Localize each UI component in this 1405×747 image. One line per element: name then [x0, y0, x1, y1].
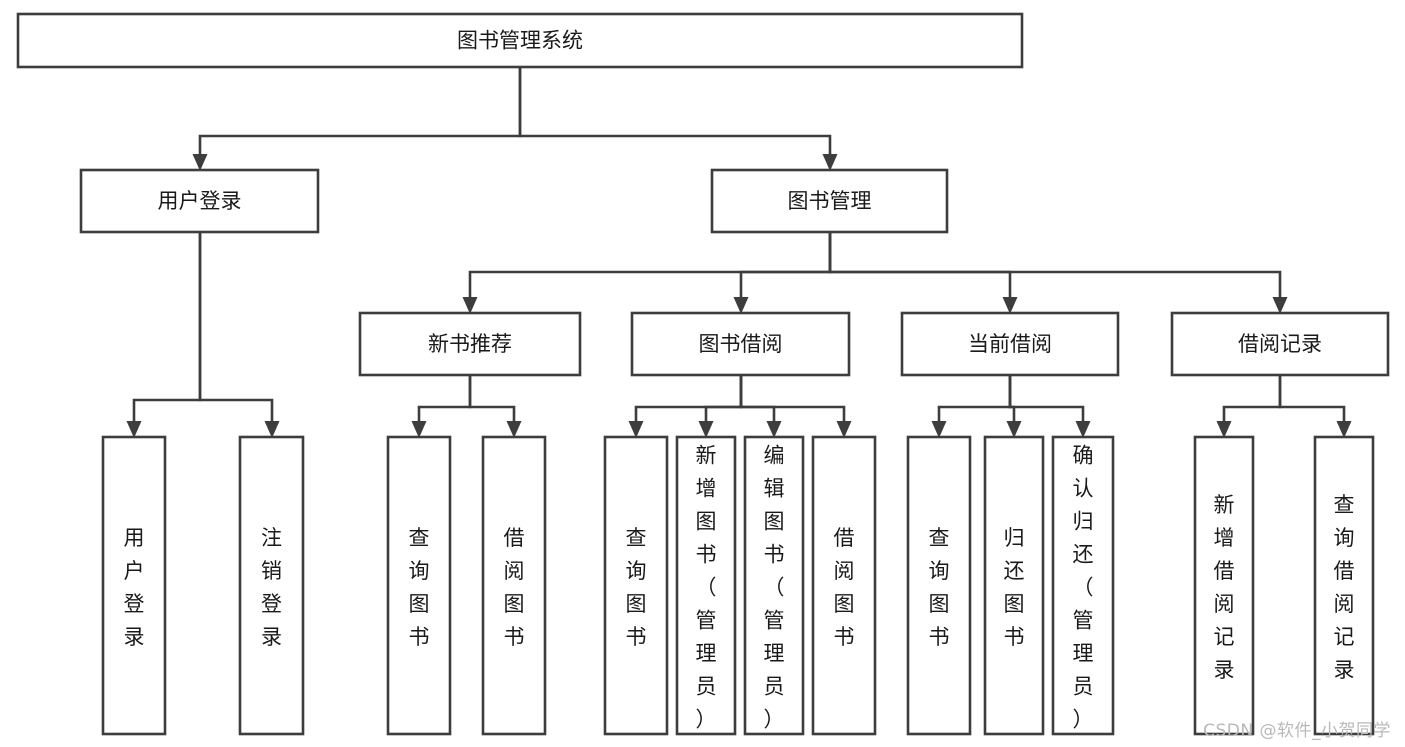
- edge-login-to-login-in: [126, 232, 202, 438]
- edge-borrow-to-bo-lend: [739, 375, 852, 438]
- arrowhead-icon: [411, 421, 427, 438]
- node-label-borrow: 图书借阅: [699, 332, 783, 356]
- arrowhead-icon: [462, 297, 478, 314]
- edge-root-to-bookmgr: [518, 67, 838, 171]
- node-label-newbook: 新书推荐: [428, 332, 512, 356]
- arrowhead-icon: [931, 421, 947, 438]
- edge-login-to-login-out: [198, 232, 280, 438]
- arrowhead-icon: [698, 421, 714, 438]
- node-current[interactable]: 当前借阅: [900, 311, 1120, 377]
- node-label-rc-query: 查询借阅记录: [1334, 493, 1355, 682]
- node-label-cu-query: 查询图书: [929, 526, 950, 649]
- node-label-bookmgr: 图书管理: [788, 189, 872, 213]
- arrowhead-icon: [1336, 421, 1352, 438]
- arrowhead-icon: [192, 154, 208, 171]
- node-bo-query[interactable]: 查询图书: [603, 435, 669, 736]
- node-label-bo-lend: 借阅图书: [834, 526, 855, 649]
- node-box-records[interactable]: [1170, 311, 1390, 377]
- node-login-out[interactable]: 注销登录: [238, 435, 305, 736]
- arrowhead-icon: [1006, 421, 1022, 438]
- node-box-bo-add[interactable]: [675, 435, 737, 736]
- node-box-bo-lend[interactable]: [811, 435, 877, 736]
- node-box-nb-borrow[interactable]: [481, 435, 547, 736]
- node-box-borrow[interactable]: [630, 311, 851, 377]
- node-label-bo-edit: 编辑图书（管理员）: [764, 444, 785, 732]
- node-login-in[interactable]: 用户登录: [101, 435, 167, 736]
- node-label-bo-add: 新增图书（管理员）: [696, 444, 717, 732]
- arrowhead-icon: [836, 421, 852, 438]
- node-box-login[interactable]: [79, 168, 320, 234]
- node-box-cu-query[interactable]: [906, 435, 972, 736]
- arrowhead-icon: [264, 421, 280, 438]
- edge-records-to-rc-add: [1216, 375, 1282, 438]
- arrowhead-icon: [1272, 297, 1288, 314]
- node-label-current: 当前借阅: [968, 332, 1052, 356]
- node-box-login-out[interactable]: [238, 435, 305, 736]
- node-box-bo-edit[interactable]: [743, 435, 805, 736]
- node-label-records: 借阅记录: [1238, 332, 1322, 356]
- node-rc-query[interactable]: 查询借阅记录: [1313, 435, 1375, 736]
- edge-root-to-login: [192, 67, 522, 171]
- nodes-layer: 图书管理系统用户登录图书管理新书推荐图书借阅当前借阅借阅记录用户登录注销登录查询…: [16, 12, 1390, 736]
- node-bo-lend[interactable]: 借阅图书: [811, 435, 877, 736]
- node-label-cu-confirm: 确认归还（管理员）: [1073, 444, 1094, 732]
- arrowhead-icon: [126, 421, 142, 438]
- node-cu-return[interactable]: 归还图书: [983, 435, 1045, 736]
- node-label-login-out: 注销登录: [261, 526, 282, 649]
- edge-current-to-cu-query: [931, 375, 1012, 438]
- arrowhead-icon: [506, 421, 522, 438]
- node-label-nb-query: 查询图书: [409, 526, 430, 649]
- node-label-root: 图书管理系统: [457, 29, 583, 53]
- csdn-watermark: CSDN @软件_小贺同学: [1203, 721, 1391, 741]
- node-bo-edit[interactable]: 编辑图书（管理员）: [743, 435, 805, 736]
- node-bookmgr[interactable]: 图书管理: [710, 168, 949, 234]
- node-root[interactable]: 图书管理系统: [16, 12, 1024, 69]
- arrowhead-icon: [1002, 297, 1018, 314]
- node-box-nb-query[interactable]: [386, 435, 452, 736]
- node-label-bo-query: 查询图书: [626, 526, 647, 649]
- arrowhead-icon: [628, 421, 644, 438]
- edges-layer: [126, 67, 1352, 438]
- node-nb-query[interactable]: 查询图书: [386, 435, 452, 736]
- node-label-rc-add: 新增借阅记录: [1214, 493, 1235, 682]
- node-label-nb-borrow: 借阅图书: [504, 526, 525, 649]
- node-borrow[interactable]: 图书借阅: [630, 311, 851, 377]
- edge-bookmgr-to-borrow: [733, 232, 832, 314]
- node-box-cu-return[interactable]: [983, 435, 1045, 736]
- node-box-cu-confirm[interactable]: [1051, 435, 1115, 736]
- node-bo-add[interactable]: 新增图书（管理员）: [675, 435, 737, 736]
- arrowhead-icon: [766, 421, 782, 438]
- node-box-rc-add[interactable]: [1193, 435, 1255, 736]
- arrowhead-icon: [1216, 421, 1232, 438]
- node-nb-borrow[interactable]: 借阅图书: [481, 435, 547, 736]
- node-box-rc-query[interactable]: [1313, 435, 1375, 736]
- edge-borrow-to-bo-add: [698, 375, 743, 438]
- edge-current-to-cu-confirm: [1008, 375, 1091, 438]
- edge-newbook-to-nb-borrow: [468, 375, 522, 438]
- node-box-newbook[interactable]: [358, 311, 582, 377]
- node-box-bookmgr[interactable]: [710, 168, 949, 234]
- node-cu-confirm[interactable]: 确认归还（管理员）: [1051, 435, 1115, 736]
- node-box-root[interactable]: [16, 12, 1024, 69]
- node-newbook[interactable]: 新书推荐: [358, 311, 582, 377]
- node-box-login-in[interactable]: [101, 435, 167, 736]
- node-box-bo-query[interactable]: [603, 435, 669, 736]
- node-rc-add[interactable]: 新增借阅记录: [1193, 435, 1255, 736]
- node-box-current[interactable]: [900, 311, 1120, 377]
- arrowhead-icon: [733, 297, 749, 314]
- node-label-login: 用户登录: [158, 189, 242, 213]
- node-label-login-in: 用户登录: [124, 526, 145, 649]
- node-login[interactable]: 用户登录: [79, 168, 320, 234]
- node-cu-query[interactable]: 查询图书: [906, 435, 972, 736]
- edge-newbook-to-nb-query: [411, 375, 472, 438]
- edge-records-to-rc-query: [1278, 375, 1352, 438]
- arrowhead-icon: [1075, 421, 1091, 438]
- edge-bookmgr-to-records: [828, 232, 1288, 314]
- node-records[interactable]: 借阅记录: [1170, 311, 1390, 377]
- arrowhead-icon: [822, 154, 838, 171]
- node-label-cu-return: 归还图书: [1004, 526, 1025, 649]
